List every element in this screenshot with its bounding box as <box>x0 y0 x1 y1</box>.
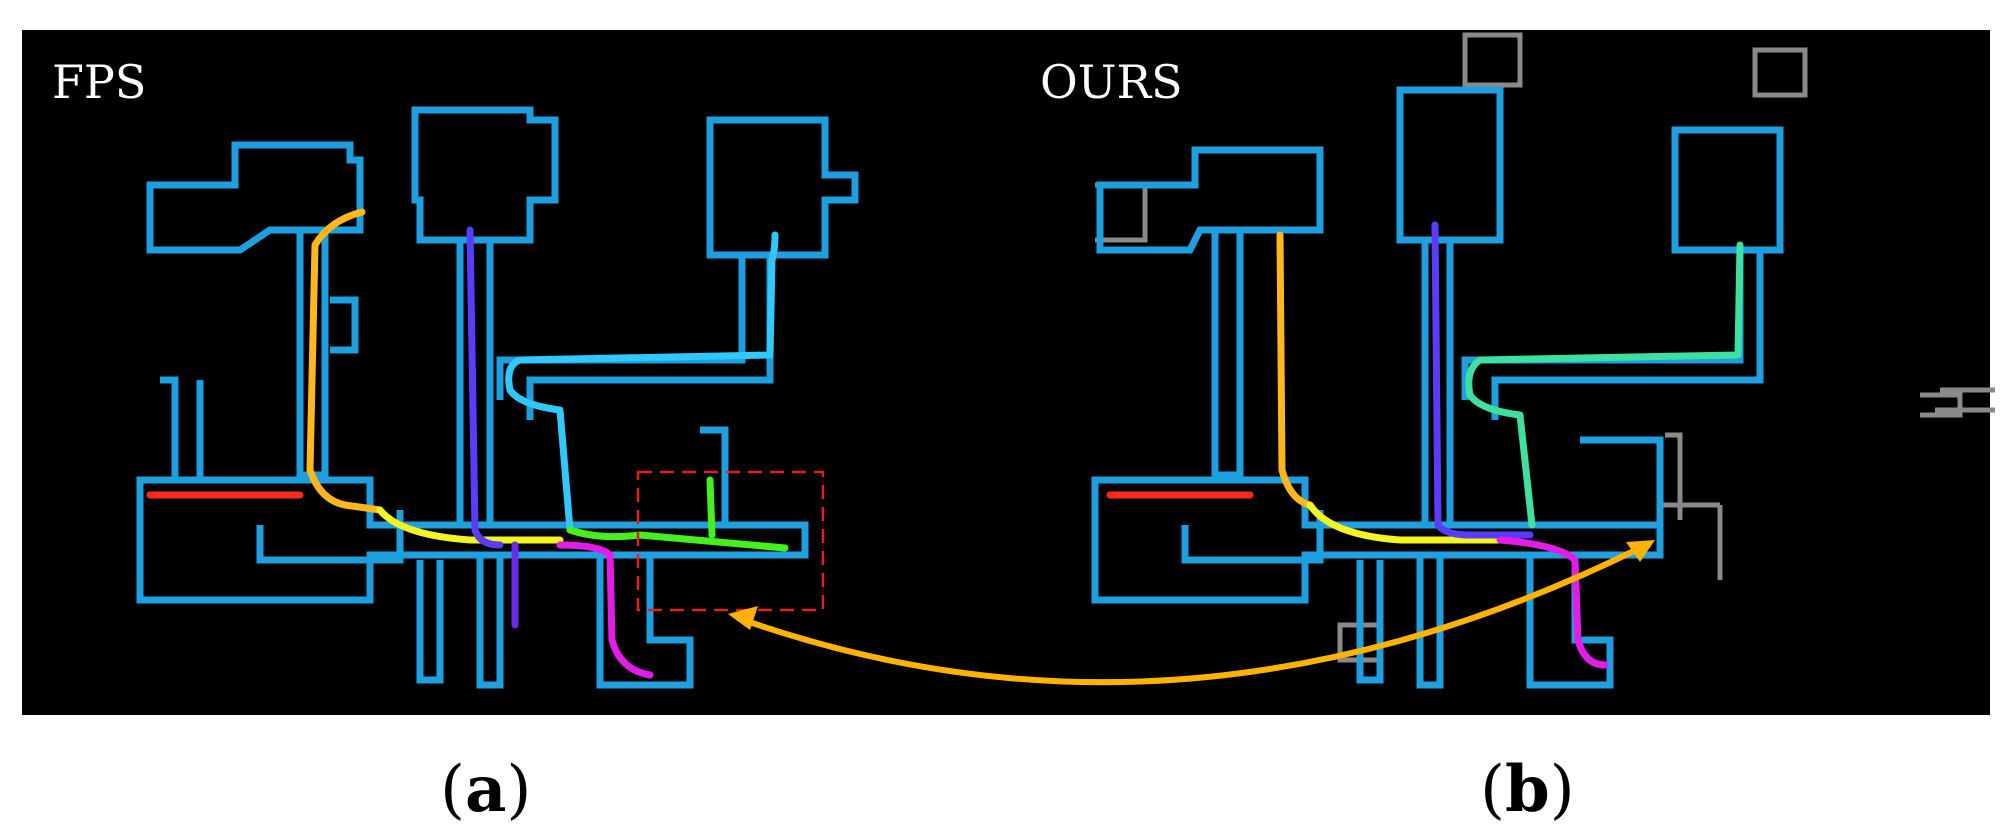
room-right-b <box>1671 126 1784 254</box>
corridor-v1-b <box>1211 230 1244 479</box>
connector-arrow <box>728 540 1655 686</box>
room-top-gray-b <box>1462 32 1523 88</box>
caption-a-close: ) <box>506 753 532 827</box>
caption-a-letter: a <box>464 752 507 827</box>
room-left-b <box>1096 146 1324 254</box>
trajectory-green-a <box>566 476 789 552</box>
trajectory-yellow-b <box>1306 501 1504 544</box>
corridor-upper2-b <box>1491 250 1764 420</box>
caption-b: (b) <box>1480 752 1575 827</box>
trajectory-violet-b <box>1431 221 1534 539</box>
corridor-box-a <box>256 510 404 564</box>
caption-a: (a) <box>440 752 531 827</box>
trajectory-orange-b <box>1276 231 1314 509</box>
stub-left-a <box>160 376 204 480</box>
room-topright-gray-b <box>1752 47 1808 98</box>
corridor-gray-right-b <box>1935 387 1995 413</box>
caption-b-close: ) <box>1549 753 1575 827</box>
branch-up-a <box>700 426 729 525</box>
corridor-box-b <box>1181 510 1324 564</box>
trajectory-cyangreen-b <box>1465 241 1744 529</box>
connector-curve <box>736 545 1642 686</box>
panel-b-label: OURS <box>1040 55 1183 109</box>
branch-down1-b <box>1416 555 1444 689</box>
stub-right-gray-b <box>1920 392 1963 418</box>
branch-down3-b <box>1356 560 1384 684</box>
caption-b-open: ( <box>1480 753 1505 827</box>
panel-a <box>136 106 859 689</box>
trajectories-b <box>1106 221 1744 669</box>
branch-down2-a <box>596 555 694 689</box>
room-left-a <box>146 141 364 254</box>
branch-gray-b <box>1660 502 1723 580</box>
branch-up-b <box>1580 436 1664 525</box>
trajectory-violet-a <box>466 226 504 549</box>
trajectory-orange-a <box>306 208 384 514</box>
corridor-h-a <box>136 476 809 604</box>
arrowhead-right <box>1626 540 1655 562</box>
trajectory-magenta-a <box>556 541 654 679</box>
trajectory-magenta-b <box>1496 536 1609 669</box>
map-outline-b <box>1091 86 1784 689</box>
room-center-a <box>411 106 559 244</box>
room-right-a <box>706 116 859 259</box>
trajectories-a <box>146 208 789 679</box>
trajectory-lightblue-a <box>505 231 779 534</box>
room-center-b <box>1396 86 1504 244</box>
highlight-box <box>636 470 825 612</box>
branch-down3-a <box>416 560 444 684</box>
caption-b-letter: b <box>1504 752 1550 827</box>
panel-b <box>1091 32 1995 689</box>
stub-mid-a <box>330 296 359 354</box>
trajectory-yellow-a <box>376 506 564 544</box>
corridor-h-b <box>1091 476 1664 604</box>
caption-a-open: ( <box>440 753 465 827</box>
panel-a-label: FPS <box>52 55 146 109</box>
arrowhead-left <box>728 606 758 630</box>
stub-gray2-b <box>1665 432 1683 520</box>
map-outline-gray-b <box>1095 32 1995 663</box>
branch-down1-a <box>476 555 504 689</box>
